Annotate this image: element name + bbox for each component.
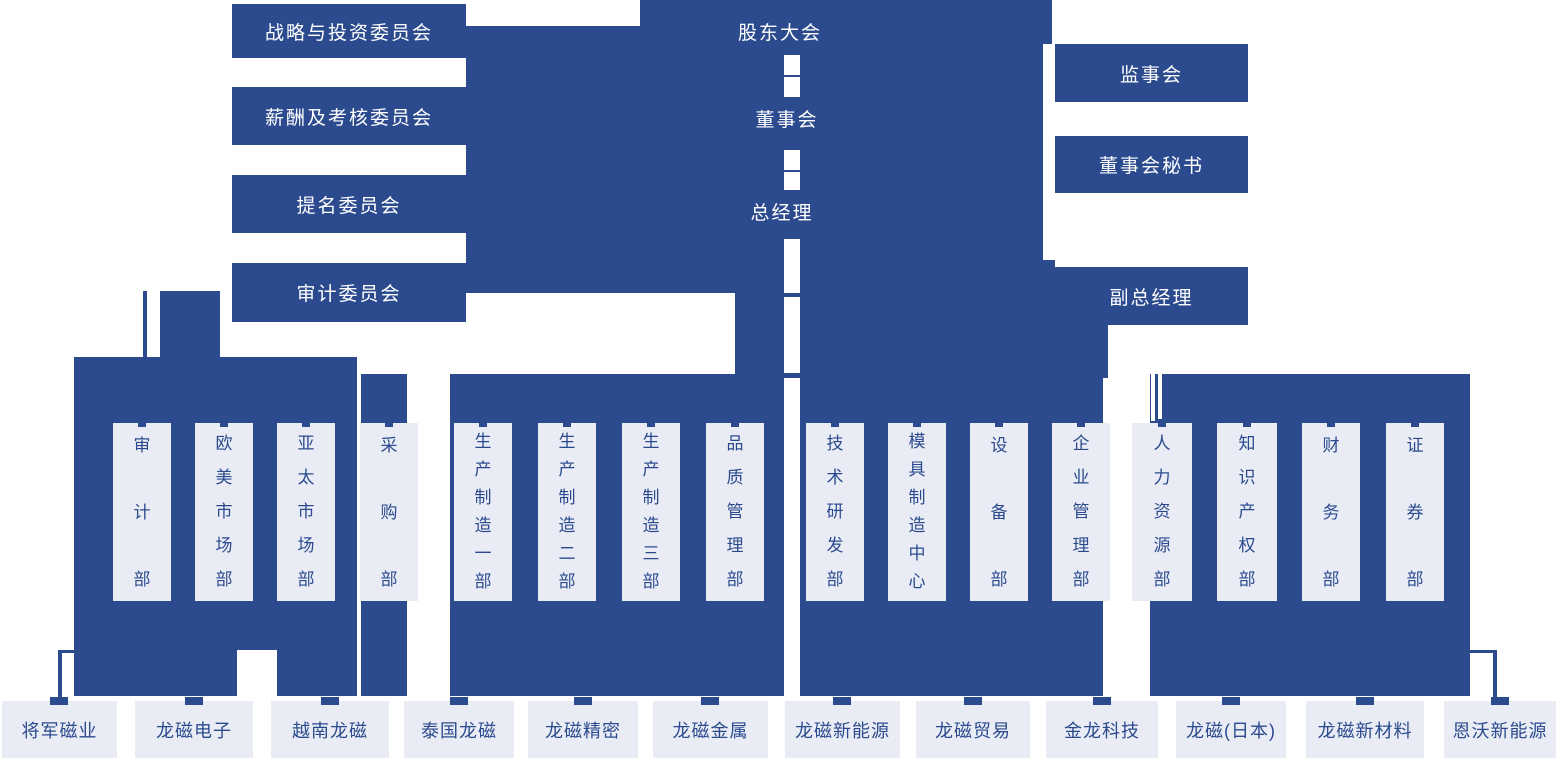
dept-securities: 证券部 — [1386, 423, 1444, 601]
subsidiary-connector-right-v — [1493, 650, 1497, 701]
dept-manufacturing-1: 生产制造一部 — [454, 423, 512, 601]
dept-enterprise-management: 企业管理部 — [1052, 423, 1110, 601]
dept-europe-america-market: 欧美市场部 — [195, 423, 253, 601]
dept-stub — [563, 419, 571, 427]
committee-strategy-investment: 战略与投资委员会 — [232, 4, 466, 58]
node-shareholders-meeting-label: 股东大会 — [737, 22, 822, 44]
dept-stub — [913, 419, 921, 427]
dept-stub — [385, 419, 393, 427]
subsidiary-stub — [1093, 697, 1111, 705]
dept-tech-rd: 技术研发部 — [806, 423, 864, 601]
dept-audit: 审计部 — [113, 423, 171, 601]
dept-stub — [731, 419, 739, 427]
block1-bottom-notch — [237, 650, 277, 696]
node-general-manager: 总经理 — [682, 198, 882, 224]
dept-stub — [831, 419, 839, 427]
dept-stub — [995, 419, 1003, 427]
gm-drop-channel-lower — [784, 297, 800, 373]
dept-stub — [1243, 419, 1251, 427]
dept-mold-manufacturing-center: 模具制造中心 — [888, 423, 946, 601]
subsidiary-stub — [833, 697, 851, 705]
subsidiary-stub — [701, 697, 719, 705]
node-deputy-general-manager-label: 副总经理 — [1109, 287, 1194, 309]
committee-compensation-appraisal-label: 薪酬及考核委员会 — [264, 107, 433, 129]
subsidiary-stub — [1491, 697, 1509, 705]
subsidiary-longci-trading: 龙磁贸易 — [916, 701, 1030, 758]
subsidiary-thailand-longci: 泰国龙磁 — [404, 701, 514, 758]
dept-stub — [479, 419, 487, 427]
dash-board-gm-2 — [784, 172, 800, 190]
subsidiary-stub — [185, 697, 203, 705]
left-connector-column — [160, 291, 220, 357]
node-general-manager-label: 总经理 — [750, 202, 814, 224]
block4-hairline-1 — [1151, 374, 1155, 421]
committee-nomination-label: 提名委员会 — [296, 195, 402, 217]
subsidiary-jinlong-technology: 金龙科技 — [1046, 701, 1158, 758]
dash-shareholders-board-1 — [784, 55, 800, 75]
node-deputy-general-manager: 副总经理 — [1055, 267, 1248, 325]
dash-shareholders-board-2 — [784, 77, 800, 97]
subsidiary-stub — [450, 697, 468, 705]
subsidiary-stub — [1356, 697, 1374, 705]
dept-stub — [138, 419, 146, 427]
subsidiary-vietnam-longci: 越南龙磁 — [271, 701, 389, 758]
dept-stub — [220, 419, 228, 427]
subsidiary-connector-left-v — [58, 650, 62, 701]
block4-hairline-2 — [1158, 374, 1162, 421]
subsidiary-longci-japan: 龙磁(日本) — [1176, 701, 1286, 758]
subsidiary-jiangjun-magnet: 将军磁业 — [2, 701, 117, 758]
subsidiary-stub — [321, 697, 339, 705]
subsidiary-enwo-new-energy: 恩沃新能源 — [1444, 701, 1556, 758]
node-board-secretary: 董事会秘书 — [1055, 136, 1248, 193]
deputy-gm-drop-column — [1050, 325, 1108, 378]
node-board-of-directors-label: 董事会 — [755, 109, 819, 131]
node-board-secretary-label: 董事会秘书 — [1098, 156, 1204, 177]
dept-stub — [1411, 419, 1419, 427]
subsidiary-connector-right-h — [1470, 650, 1495, 653]
subsidiary-longci-precision: 龙磁精密 — [528, 701, 638, 758]
dept-manufacturing-3: 生产制造三部 — [622, 423, 680, 601]
subsidiary-stub — [1222, 697, 1240, 705]
central-mass-main — [466, 26, 1043, 293]
subsidiary-stub — [50, 697, 68, 705]
committee-nomination: 提名委员会 — [232, 175, 466, 233]
dept-stub — [302, 419, 310, 427]
dept-manufacturing-2: 生产制造二部 — [538, 423, 596, 601]
deputy-gm-link-strip — [1043, 260, 1055, 325]
dept-asia-pacific-market: 亚太市场部 — [277, 423, 335, 601]
dept-purchasing: 采购部 — [360, 423, 418, 601]
dept-stub — [647, 419, 655, 427]
node-supervisory-board: 监事会 — [1055, 44, 1248, 102]
dept-human-resources: 人力资源部 — [1132, 423, 1192, 601]
dept-stub — [1077, 419, 1085, 427]
dept-equipment: 设备部 — [970, 423, 1028, 601]
subsidiary-longci-electronics: 龙磁电子 — [135, 701, 253, 758]
dept-quality-management: 品质管理部 — [706, 423, 764, 601]
dept-stub — [1327, 419, 1335, 427]
gm-drop-channel-upper — [784, 239, 800, 293]
central-mass-lower — [735, 293, 1055, 378]
subsidiary-longci-new-materials: 龙磁新材料 — [1306, 701, 1424, 758]
left-connector-line — [143, 291, 147, 357]
committee-audit-label: 审计委员会 — [296, 284, 402, 305]
subsidiary-longci-metal: 龙磁金属 — [653, 701, 768, 758]
node-board-of-directors: 董事会 — [687, 105, 887, 131]
subsidiary-stub — [574, 697, 592, 705]
subsidiary-stub — [964, 697, 982, 705]
node-shareholders-meeting: 股东大会 — [680, 18, 880, 44]
dept-stub — [1158, 419, 1166, 427]
committee-compensation-appraisal: 薪酬及考核委员会 — [232, 87, 466, 145]
dept-intellectual-property: 知识产权部 — [1217, 423, 1277, 601]
committee-strategy-investment-label: 战略与投资委员会 — [264, 22, 433, 44]
subsidiary-longci-new-energy: 龙磁新能源 — [785, 701, 900, 758]
subsidiary-connector-left-h — [58, 650, 78, 653]
node-supervisory-board-label: 监事会 — [1119, 64, 1183, 86]
dept-finance: 财务部 — [1302, 423, 1360, 601]
committee-audit: 审计委员会 — [232, 263, 466, 322]
dash-board-gm-1 — [784, 150, 800, 170]
